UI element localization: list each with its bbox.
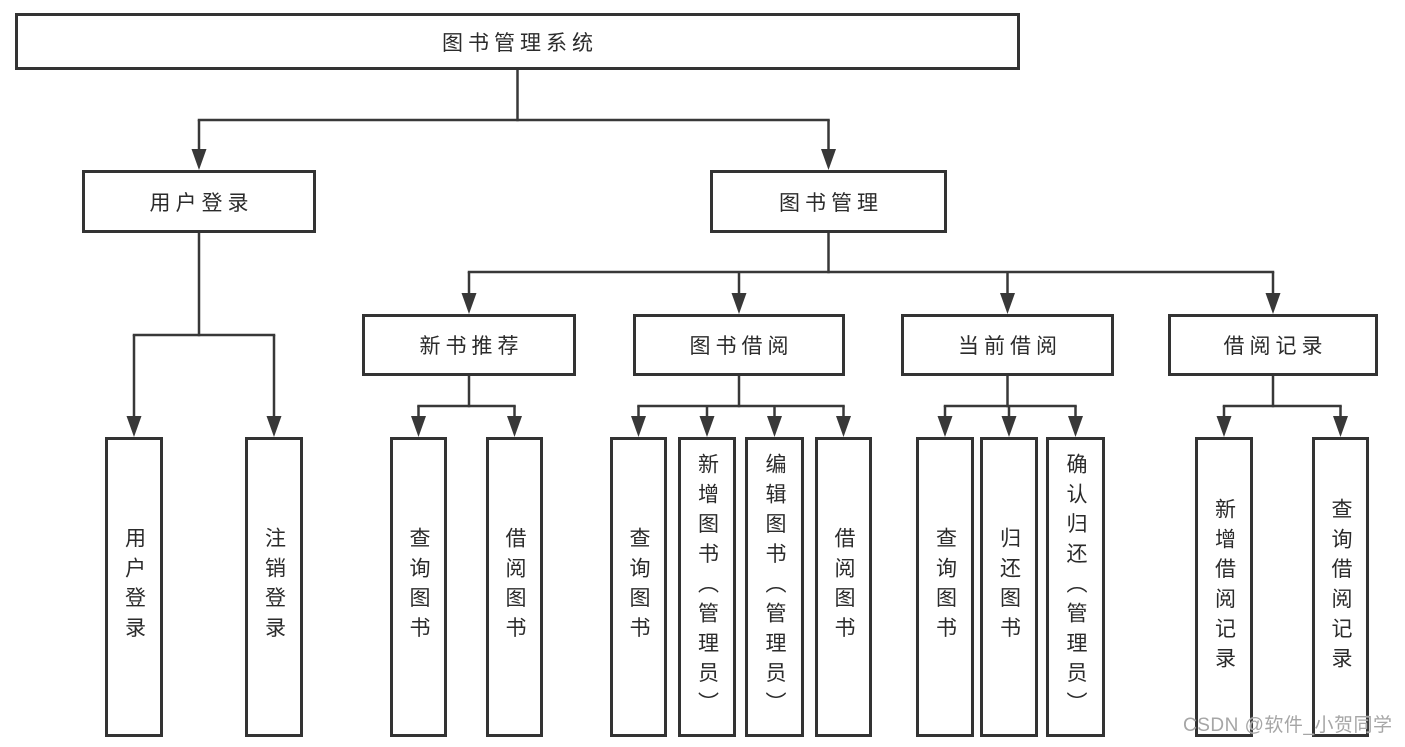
node-label: 编辑图书（管理员） <box>763 452 786 722</box>
node-label: 用户登录 <box>122 527 146 647</box>
node-book-management: 图书管理 <box>710 170 947 233</box>
edge-user-login-to-leaves <box>126 233 282 437</box>
node-book-borrow: 图书借阅 <box>633 314 845 376</box>
leaf-edit-books-admin: 编辑图书（管理员） <box>745 437 804 737</box>
leaf-return-books: 归还图书 <box>980 437 1038 737</box>
node-label: 注销登录 <box>262 527 286 647</box>
leaf-borrow-books: 借阅图书 <box>815 437 872 737</box>
leaf-query-borrow-record: 查询借阅记录 <box>1312 437 1369 737</box>
node-label: 查询图书 <box>933 527 957 647</box>
node-label: 图书管理 <box>779 191 883 215</box>
leaf-logout: 注销登录 <box>245 437 303 737</box>
node-borrow-records: 借阅记录 <box>1168 314 1378 376</box>
edge-book-management-to-level3 <box>461 233 1281 314</box>
leaf-query-books-borrow: 查询图书 <box>610 437 667 737</box>
node-label: 当前借阅 <box>958 335 1062 358</box>
leaf-borrow-books-recommend: 借阅图书 <box>486 437 543 737</box>
node-label: 借阅图书 <box>832 527 855 647</box>
edge-root-to-level2 <box>191 70 836 170</box>
edge-book-borrow-to-leaves <box>631 376 851 437</box>
node-user-login: 用户登录 <box>82 170 316 233</box>
node-new-book-recommend: 新书推荐 <box>362 314 576 376</box>
csdn-watermark: CSDN @软件_小贺同学 <box>1183 715 1393 736</box>
node-label: 图书管理系统 <box>442 31 598 55</box>
leaf-confirm-return-admin: 确认归还（管理员） <box>1046 437 1105 737</box>
edge-borrow-records-to-leaves <box>1216 376 1348 437</box>
node-label: 归还图书 <box>997 527 1021 647</box>
leaf-query-books-recommend: 查询图书 <box>390 437 447 737</box>
node-label: 查询图书 <box>407 527 430 647</box>
node-label: 确认归还（管理员） <box>1064 452 1087 722</box>
node-current-borrow: 当前借阅 <box>901 314 1114 376</box>
node-label: 用户登录 <box>149 191 254 215</box>
node-label: 新书推荐 <box>419 335 524 358</box>
leaf-add-books-admin: 新增图书（管理员） <box>678 437 736 737</box>
node-label: 图书借阅 <box>689 335 794 358</box>
leaf-user-login: 用户登录 <box>105 437 163 737</box>
leaf-add-borrow-record: 新增借阅记录 <box>1195 437 1253 737</box>
edge-new-book-recommend-to-leaves <box>411 376 522 437</box>
node-library-system: 图书管理系统 <box>15 13 1020 70</box>
node-label: 查询借阅记录 <box>1329 497 1352 677</box>
node-label: 新增图书（管理员） <box>695 452 719 722</box>
node-label: 查询图书 <box>627 527 650 647</box>
leaf-query-books-current: 查询图书 <box>916 437 974 737</box>
edge-current-borrow-to-leaves <box>937 376 1083 437</box>
node-label: 新增借阅记录 <box>1212 497 1236 677</box>
node-label: 借阅图书 <box>503 527 526 647</box>
node-label: 借阅记录 <box>1223 335 1328 358</box>
